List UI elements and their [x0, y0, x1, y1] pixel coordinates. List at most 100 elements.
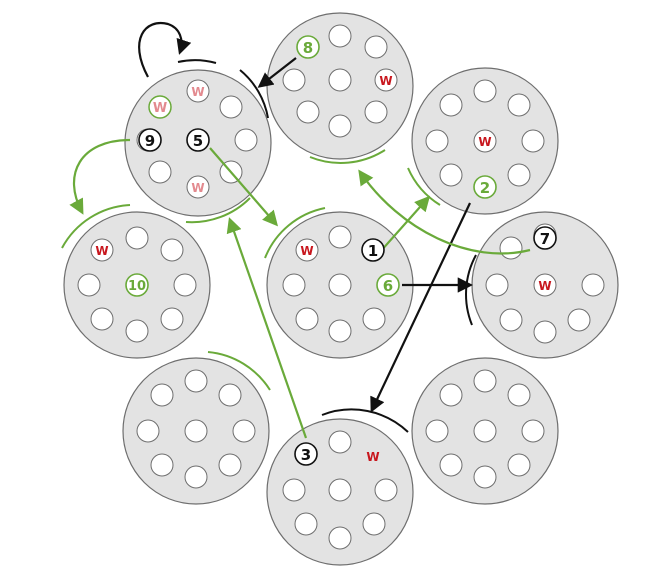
hole	[473, 79, 497, 103]
arrow-5-to-disc	[209, 147, 279, 227]
label-7: 7	[540, 230, 550, 248]
hole	[138, 128, 162, 152]
hole	[581, 273, 605, 297]
hole	[328, 273, 352, 297]
marker-9: 9	[138, 128, 162, 152]
hole	[473, 129, 497, 153]
hole	[473, 175, 497, 199]
arrows-layer	[69, 21, 531, 439]
hole	[136, 419, 160, 443]
hole	[374, 68, 398, 92]
hole	[125, 319, 149, 343]
hole	[218, 453, 242, 477]
hole	[364, 100, 388, 124]
label-10: 10	[128, 279, 146, 294]
label-5: 5	[193, 132, 203, 150]
hole	[521, 419, 545, 443]
label-9: 9	[145, 132, 155, 150]
marker-faded-w-green: W	[148, 95, 172, 119]
hole	[362, 307, 386, 331]
hole	[232, 419, 256, 443]
w-label: W	[300, 244, 313, 258]
label-2: 2	[480, 179, 490, 197]
hole	[328, 68, 352, 92]
w-label: W	[366, 450, 379, 464]
arrow-8-to-disc	[257, 57, 297, 88]
hole	[184, 465, 208, 489]
hole	[328, 430, 352, 454]
hole	[473, 369, 497, 393]
hole	[184, 369, 208, 393]
hole	[125, 273, 149, 297]
hole	[485, 273, 509, 297]
hole	[499, 308, 523, 332]
hole	[533, 226, 557, 250]
hole	[507, 453, 531, 477]
label-3: 3	[301, 446, 311, 464]
arrow-2-to-disc	[370, 202, 471, 413]
hole	[184, 419, 208, 443]
hole	[186, 175, 210, 199]
edge-arc	[177, 59, 217, 64]
hole	[186, 128, 210, 152]
marker-7: 7	[533, 226, 557, 250]
hole	[296, 100, 320, 124]
hole	[282, 478, 306, 502]
w-label: W	[95, 244, 108, 258]
arrow-9-to-disc	[69, 138, 131, 215]
marker-10: 10	[125, 273, 149, 297]
hole	[295, 307, 319, 331]
disc-bottom-center	[266, 418, 414, 566]
labels-layer: W W 9 5 W W 8 W W 2 W 10	[95, 35, 557, 466]
disc-bottom-right	[411, 357, 559, 505]
edge-arc	[309, 149, 386, 164]
hole	[328, 526, 352, 550]
arrow-3-to-disc	[226, 217, 308, 439]
label-6: 6	[383, 277, 393, 295]
hole	[186, 79, 210, 103]
hole	[439, 93, 463, 117]
hole	[425, 129, 449, 153]
marker-2: 2	[473, 175, 497, 199]
w-label: W	[379, 74, 392, 88]
arrow-7-to-disc	[358, 169, 531, 255]
hole	[173, 273, 197, 297]
hole	[364, 35, 388, 59]
hole	[328, 478, 352, 502]
hole	[439, 383, 463, 407]
edge-arc	[207, 351, 271, 391]
hole	[234, 128, 258, 152]
hole	[148, 95, 172, 119]
hole	[160, 238, 184, 262]
hole	[282, 68, 306, 92]
hole	[328, 114, 352, 138]
hole	[296, 35, 320, 59]
hole	[125, 226, 149, 250]
hole	[77, 273, 101, 297]
hole	[567, 308, 591, 332]
hole	[473, 465, 497, 489]
marker-6: 6	[376, 273, 400, 297]
w-label: W	[153, 101, 167, 116]
hole	[218, 383, 242, 407]
hole	[533, 273, 557, 297]
hole	[328, 24, 352, 48]
w-label: W	[191, 181, 204, 195]
marker-8: 8	[296, 35, 320, 59]
w-label: W	[538, 279, 551, 293]
label-8: 8	[303, 39, 313, 57]
hole	[499, 236, 523, 260]
hole	[90, 307, 114, 331]
hole	[507, 163, 531, 187]
hole	[362, 512, 386, 536]
hole	[160, 307, 184, 331]
hole	[473, 419, 497, 443]
edge-arc	[185, 197, 251, 224]
hole	[439, 163, 463, 187]
hole	[295, 238, 319, 262]
marker-3: 3	[294, 442, 318, 466]
hole	[219, 95, 243, 119]
hole	[294, 442, 318, 466]
